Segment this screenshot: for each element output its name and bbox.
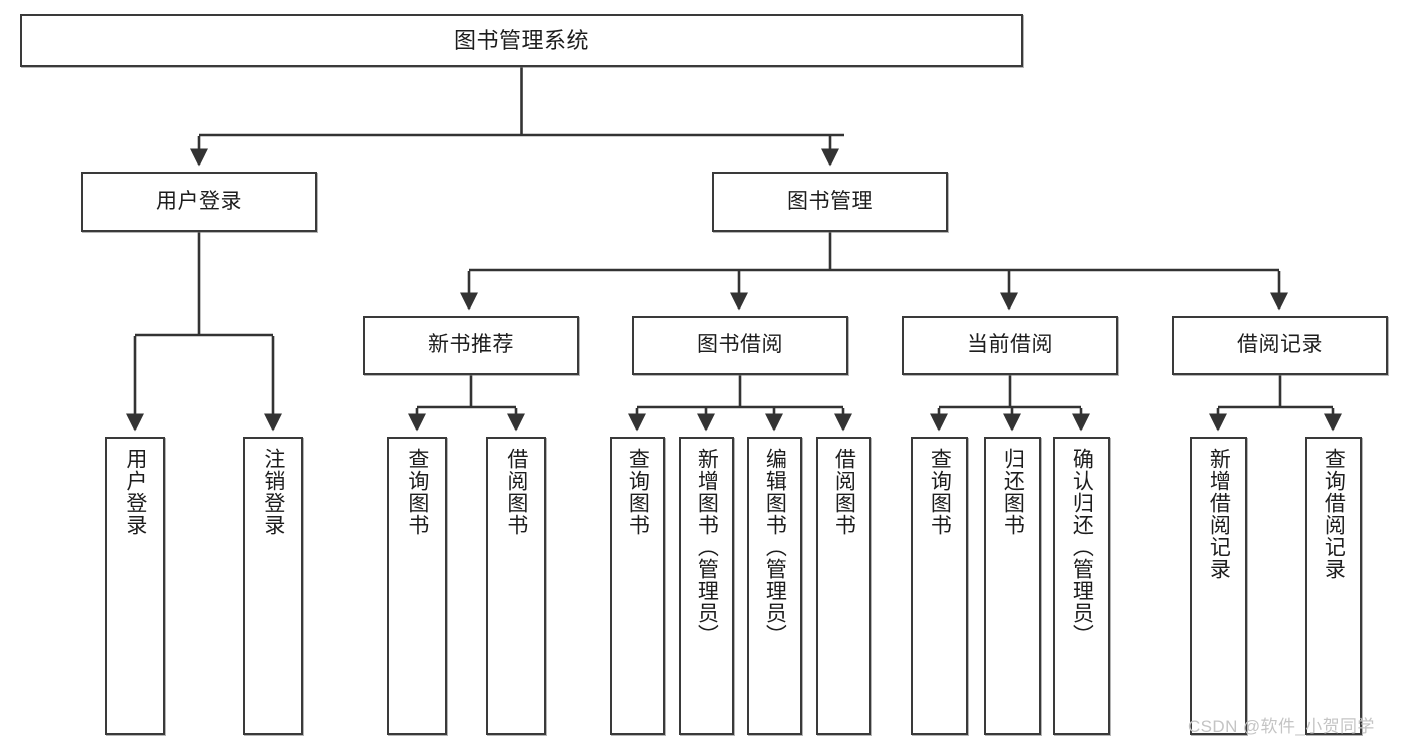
leaf-borrow-book[interactable]: 借阅图书 [816,437,871,735]
node-label: 确认归还（管理员） [1070,448,1094,646]
node-label: 注销登录 [261,448,285,536]
watermark-text: CSDN @软件_小贺同学 [1188,717,1375,736]
leaf-query-book-recommend[interactable]: 查询图书 [387,437,447,735]
node-current-borrow[interactable]: 当前借阅 [902,316,1118,375]
leaf-query-book-current[interactable]: 查询图书 [911,437,968,735]
node-label: 编辑图书（管理员） [763,448,787,646]
node-label: 新增借阅记录 [1207,448,1231,580]
leaf-query-borrow-record[interactable]: 查询借阅记录 [1305,437,1362,735]
node-label: 图书管理 [787,189,873,213]
leaf-logout[interactable]: 注销登录 [243,437,303,735]
node-label: 新书推荐 [428,333,514,357]
node-user-login[interactable]: 用户登录 [81,172,317,232]
node-label: 当前借阅 [967,333,1053,357]
leaf-return-book[interactable]: 归还图书 [984,437,1041,735]
node-label: 图书借阅 [697,333,783,357]
node-label: 查询图书 [405,448,429,536]
node-label: 图书管理系统 [453,27,589,53]
leaf-add-book-admin[interactable]: 新增图书（管理员） [679,437,734,735]
node-label: 用户登录 [156,189,242,213]
node-book-management[interactable]: 图书管理 [712,172,948,232]
leaf-confirm-return-admin[interactable]: 确认归还（管理员） [1053,437,1110,735]
node-borrow-record[interactable]: 借阅记录 [1172,316,1388,375]
node-label: 查询图书 [928,448,952,536]
node-root-system[interactable]: 图书管理系统 [20,14,1023,67]
leaf-borrow-book-recommend[interactable]: 借阅图书 [486,437,546,735]
node-label: 借阅图书 [504,448,528,536]
node-label: 查询借阅记录 [1322,448,1346,580]
node-label: 新增图书（管理员） [695,448,719,646]
node-label: 查询图书 [626,448,650,536]
leaf-edit-book-admin[interactable]: 编辑图书（管理员） [747,437,802,735]
leaf-user-login[interactable]: 用户登录 [105,437,165,735]
leaf-add-borrow-record[interactable]: 新增借阅记录 [1190,437,1247,735]
node-label: 借阅记录 [1237,333,1323,357]
node-new-book-recommend[interactable]: 新书推荐 [363,316,579,375]
node-book-borrow[interactable]: 图书借阅 [632,316,848,375]
node-label: 归还图书 [1001,448,1025,536]
node-label: 借阅图书 [832,448,856,536]
leaf-query-book-borrow[interactable]: 查询图书 [610,437,665,735]
node-label: 用户登录 [123,448,147,536]
